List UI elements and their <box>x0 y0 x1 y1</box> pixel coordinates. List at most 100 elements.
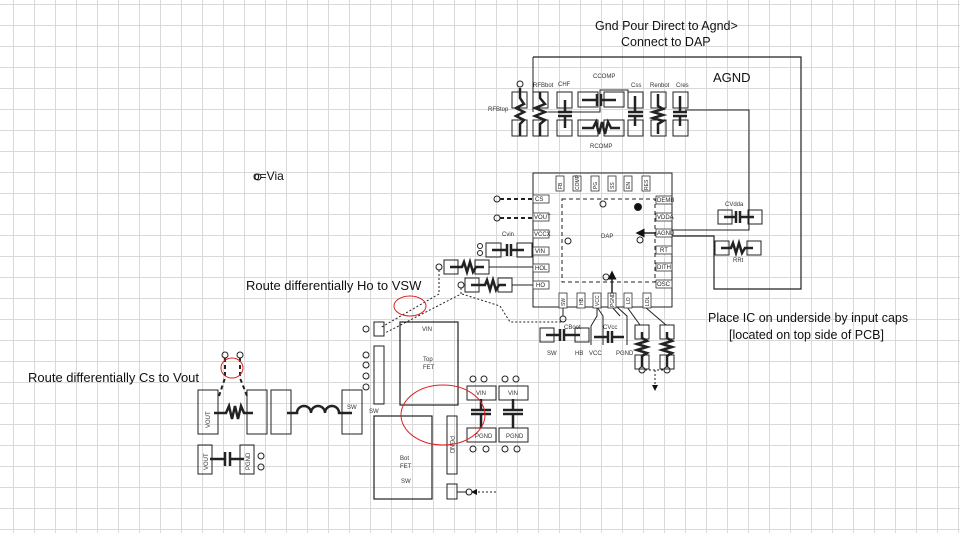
pin-top-4: EN <box>626 182 632 189</box>
ic-pins <box>532 175 673 309</box>
vout2-pad-label: VOUT <box>204 453 210 470</box>
pin-bottom-1: HB <box>579 297 585 305</box>
pin-right-2: AGND <box>657 231 675 237</box>
pin-bottom-5: LOL <box>645 296 651 306</box>
cvcc-label: CVcc <box>603 325 617 331</box>
bot-fet-fet: FET <box>400 464 412 470</box>
cap2-pgnd: PGND <box>506 434 524 440</box>
pin-right-5: OSC <box>657 282 671 288</box>
pin-right-4: DITH <box>657 265 671 271</box>
pin-left-5: HO <box>536 283 545 289</box>
cvin-capacitor <box>477 242 533 258</box>
cvdda-capacitor <box>717 209 763 225</box>
hol-route <box>379 270 440 329</box>
top-fet-top: Top <box>423 357 433 363</box>
via <box>362 325 370 333</box>
cvcc-capacitor <box>594 331 624 343</box>
dap-label: DAP <box>601 234 613 240</box>
cap2-vin: VIN <box>508 391 518 397</box>
rrt-label: RRt <box>733 258 744 264</box>
cboot-capacitor <box>539 327 590 343</box>
pin-right-0: DEMB <box>657 198 674 204</box>
rcomp-label: RCOMP <box>590 144 612 150</box>
output-capacitor <box>210 452 244 466</box>
lo-trace <box>626 306 641 326</box>
pin-bottom-4: LO <box>626 297 632 304</box>
rfbbot-label: RFBbot <box>533 83 554 89</box>
ccomp-capacitor <box>577 91 625 108</box>
sw-strip-label: SW <box>369 409 379 415</box>
pin-right-1: VDDA <box>657 215 674 221</box>
pin1-marker <box>634 203 642 211</box>
css-capacitor <box>627 91 644 137</box>
pin-top-5: RES <box>644 179 650 190</box>
cres-trace <box>672 109 750 231</box>
inductor <box>287 404 352 415</box>
bot-fet <box>373 415 433 500</box>
renbot-resistor <box>648 91 668 137</box>
via <box>236 351 244 359</box>
top-fet <box>399 321 459 406</box>
pin-top-0: FB <box>558 182 564 189</box>
input-cap-2 <box>498 375 529 453</box>
input-cap-1 <box>466 375 497 453</box>
lo-pad <box>446 483 458 500</box>
place-ic-note-line2: [located on top side of PCB] <box>729 328 884 342</box>
agnd-label: AGND <box>713 70 751 85</box>
via <box>257 452 265 460</box>
via <box>493 214 501 222</box>
top-fet-fet: FET <box>423 365 435 371</box>
highlight-ho-route <box>393 295 427 317</box>
renbot-label: Renbot <box>650 83 670 89</box>
dap-via <box>636 236 644 244</box>
rfbtop-label: RFBtop <box>488 107 509 113</box>
sw-strip-pad <box>373 345 385 405</box>
bot-fet-bot: Bot <box>400 456 409 462</box>
via <box>221 351 229 359</box>
cvin-label: Cvin <box>502 232 514 238</box>
pin-left-1: VOUT <box>534 215 551 221</box>
dap-via <box>599 200 607 208</box>
top-fet-vin: VIN <box>422 327 432 333</box>
cboot-label: CBoot <box>564 325 581 331</box>
via <box>362 383 370 391</box>
vcc-trace <box>590 306 604 345</box>
cres-capacitor <box>672 91 689 137</box>
pin-left-2: VCCX <box>534 232 551 238</box>
ho-pad <box>373 321 385 337</box>
gnd-pour-note-line2: Connect to DAP <box>621 35 711 49</box>
ho-route <box>384 288 462 334</box>
cvdda-label: CVdda <box>725 202 744 208</box>
via <box>493 195 501 203</box>
pin-bottom-2: VCC <box>595 295 601 306</box>
css-label: Css <box>631 83 641 89</box>
pin-bottom-3: PGND <box>610 292 616 307</box>
rcomp-resistor <box>577 118 625 137</box>
highlight-power-loop <box>400 384 486 446</box>
route-cs-note: Route differentially Cs to Vout <box>28 370 200 385</box>
rrt-resistor <box>714 238 762 258</box>
cap1-vin: VIN <box>476 391 486 397</box>
rfbtop-resistor <box>511 80 528 137</box>
pin-bottom-0: SW <box>561 298 567 306</box>
cres-label: Cres <box>676 83 689 89</box>
vout-pad-label: VOUT <box>206 411 212 428</box>
ho-resistor <box>457 275 533 295</box>
pgnd-small-label: PGND <box>246 452 252 470</box>
place-ic-note-line1: Place IC on underside by input caps <box>708 311 909 325</box>
pgnd-net-label: PGND <box>616 351 634 357</box>
pin-left-3: VIN <box>535 249 545 255</box>
ccomp-label: CCOMP <box>593 74 615 80</box>
pgnd-strip-label: PGND <box>448 436 454 454</box>
pgnd-trace <box>611 306 628 345</box>
sw-net-label: SW <box>547 351 557 357</box>
via <box>257 463 265 471</box>
highlight-cs-route <box>220 357 244 379</box>
route-ho-note: Route differentially Ho to VSW <box>246 278 422 293</box>
pin-top-3: SS <box>610 182 616 189</box>
dap-via <box>602 273 610 281</box>
lol-resistor <box>657 324 677 374</box>
via-legend: o=Via <box>253 169 284 183</box>
pgnd-dotted-link <box>645 369 664 388</box>
agnd-pour-outline <box>533 56 802 290</box>
